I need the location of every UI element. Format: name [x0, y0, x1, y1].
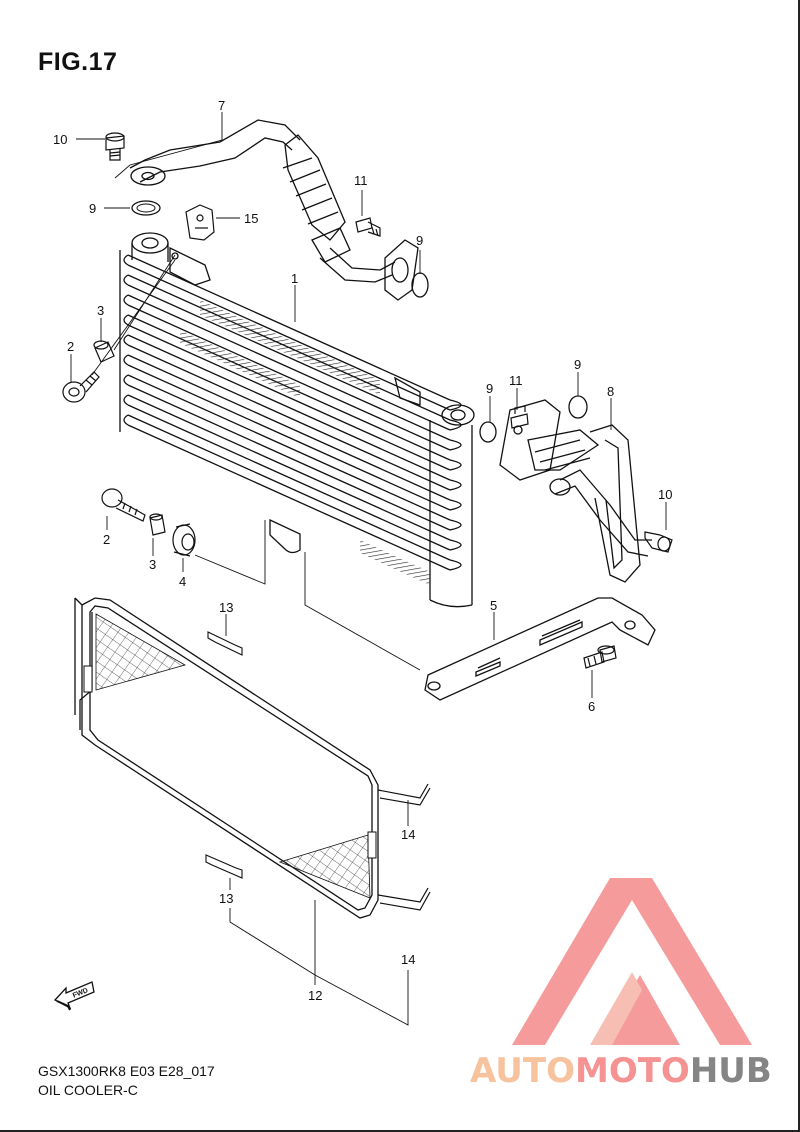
callout-leaders	[70, 112, 667, 1026]
watermark-triangle-icon	[512, 878, 752, 1045]
cooler-guard-frame	[74, 597, 379, 919]
callout-12: 12	[308, 988, 322, 1003]
callout-10-upper: 10	[53, 132, 67, 147]
cushion-13-lower	[205, 854, 243, 879]
callout-14-lower: 14	[401, 952, 415, 967]
callout-numbers: 10 7 9 15 11 9 1 3 2 9 11 9 8 10 2 3 4 5…	[53, 98, 672, 1003]
cooler-left-end	[119, 250, 129, 432]
callout-14-upper: 14	[401, 827, 415, 842]
callout-3-upper: 3	[97, 303, 104, 318]
callout-13-lower: 13	[219, 891, 233, 906]
callout-9-upper-right: 9	[416, 233, 423, 248]
bolt-2-upper	[62, 371, 100, 403]
callout-13-upper: 13	[219, 600, 233, 615]
callout-10-lower: 10	[658, 487, 672, 502]
guard-tab-right	[367, 831, 377, 859]
callout-2-upper: 2	[67, 339, 74, 354]
o-ring-9a	[131, 200, 161, 216]
cooler-tubes	[127, 254, 451, 571]
callout-1: 1	[291, 271, 298, 286]
clamp-15	[185, 204, 215, 241]
bracket-5	[424, 597, 656, 701]
callout-9-mid: 9	[486, 381, 493, 396]
callout-3-lower: 3	[149, 557, 156, 572]
callout-5: 5	[490, 598, 497, 613]
watermark-part3: HUB	[690, 1051, 772, 1091]
bolt-6	[583, 645, 617, 669]
fwd-arrow-icon: FWD	[53, 981, 95, 1011]
callout-6: 6	[588, 699, 595, 714]
leader-bracket	[304, 552, 421, 671]
spacer-3-lower	[149, 513, 166, 536]
bolt-10-upper	[105, 132, 125, 161]
callout-4: 4	[179, 574, 186, 589]
o-ring-9a-inner	[136, 203, 156, 213]
o-ring-9d	[568, 395, 588, 419]
callout-9-right: 9	[574, 357, 581, 372]
oil-pipe-lower	[499, 399, 652, 583]
callout-15: 15	[244, 211, 258, 226]
section-name: OIL COOLER-C	[38, 1082, 138, 1098]
bolt-11-lower	[510, 405, 529, 429]
o-ring-9b	[411, 272, 429, 298]
guard-tab-left	[83, 665, 93, 693]
callout-8: 8	[607, 384, 614, 399]
model-code: GSX1300RK8 E03 E28_017	[38, 1063, 215, 1079]
guard-mesh-left	[95, 613, 187, 691]
clip-14-upper	[377, 783, 431, 806]
callout-2-lower: 2	[103, 532, 110, 547]
grommet-4	[172, 523, 196, 557]
leader-upper-hardware	[91, 254, 176, 376]
oil-pipe-upper	[129, 119, 419, 301]
watermark-logo: AUTOMOTOHUB	[470, 878, 772, 1091]
figure-title: FIG.17	[38, 48, 118, 76]
bolt-10-lower	[644, 531, 673, 553]
o-ring-9c	[479, 421, 497, 443]
watermark-part1: AUTO	[470, 1051, 575, 1091]
watermark-part2: MOTO	[575, 1051, 690, 1091]
cushion-13-upper	[207, 631, 243, 656]
bolt-11-upper	[355, 217, 381, 237]
callout-11-lower: 11	[509, 373, 523, 388]
oil-cooler-core	[119, 232, 475, 608]
guard-mesh-right	[278, 834, 371, 899]
callout-11-upper: 11	[354, 173, 368, 188]
clip-14-lower	[377, 887, 431, 911]
leader-grommet	[194, 520, 266, 585]
callout-9-upper-left: 9	[89, 201, 96, 216]
callout-7: 7	[218, 98, 225, 113]
svg-text:AUTOMOTOHUB: AUTOMOTOHUB	[470, 1051, 772, 1091]
bolt-2-lower	[101, 488, 146, 522]
